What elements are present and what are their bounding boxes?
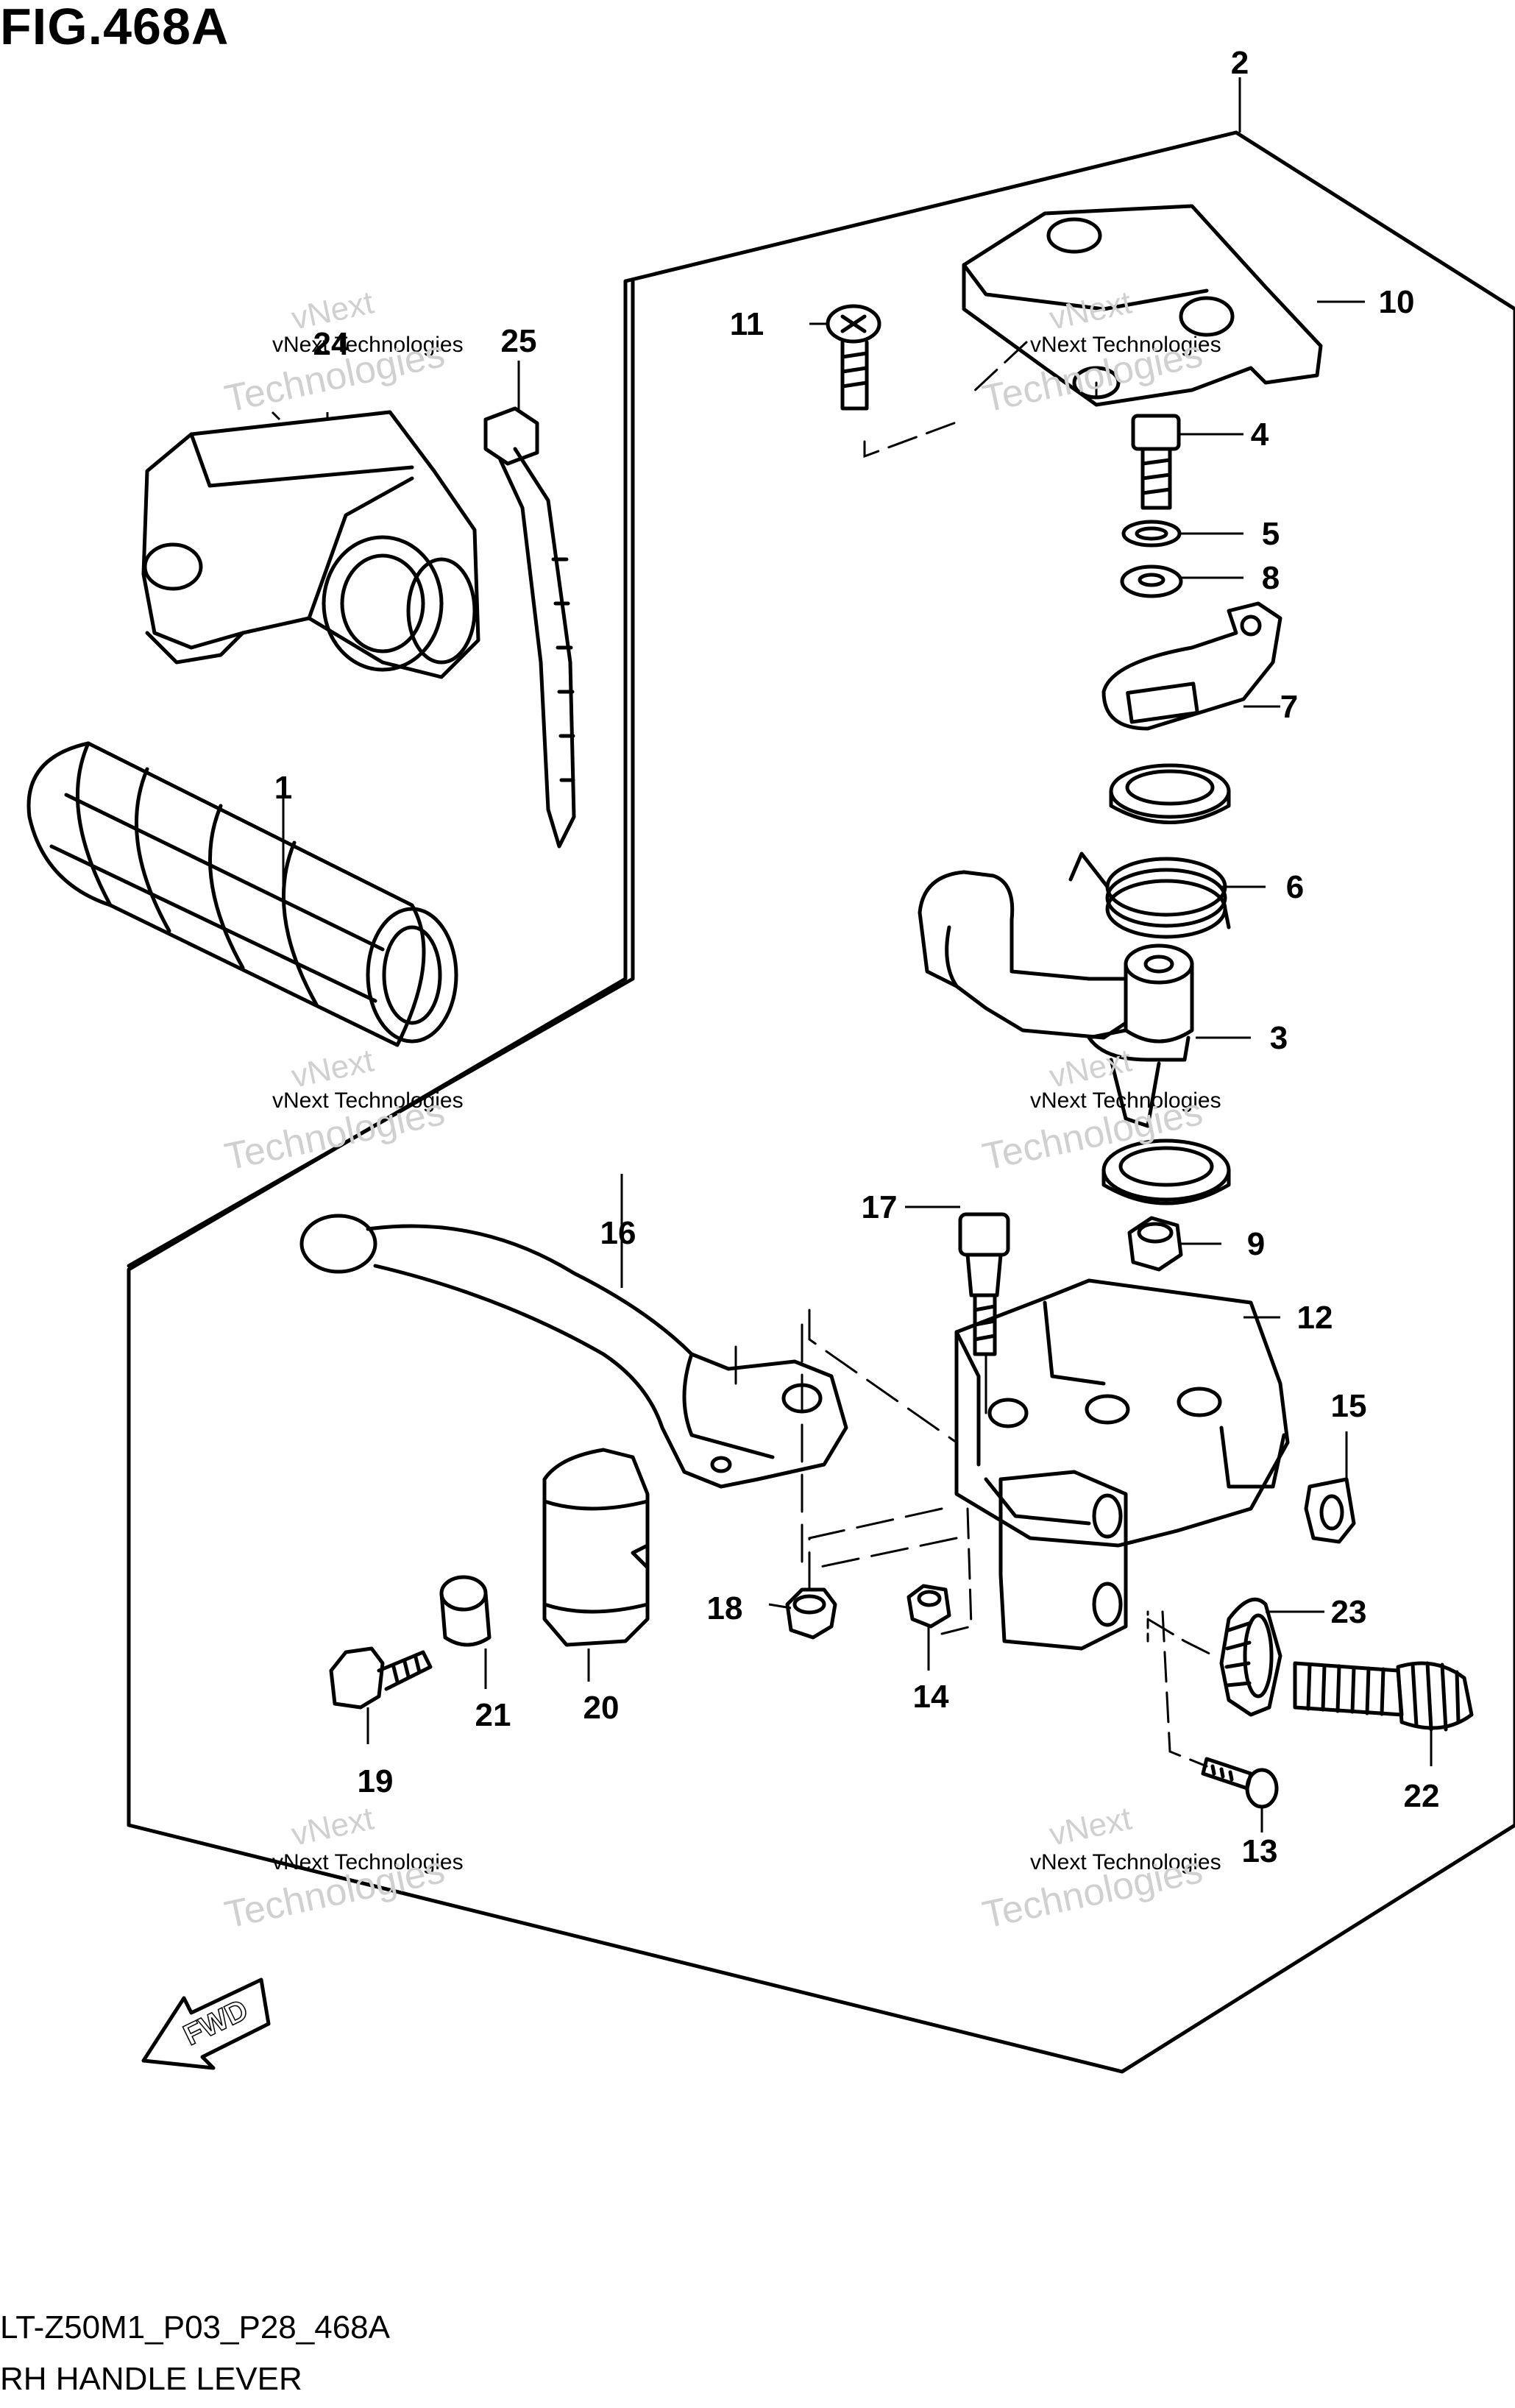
callout-7: 7 <box>1280 689 1298 725</box>
callout-pointers <box>271 77 1433 1832</box>
callout-21: 21 <box>475 1697 511 1733</box>
callout-4: 4 <box>1251 417 1269 453</box>
bolt-part-17 <box>958 1212 1010 1356</box>
figure-name: RH HANDLE LEVER <box>0 2361 302 2397</box>
lower-clamp-part <box>998 1470 1128 1651</box>
clamp-part-20 <box>542 1448 650 1647</box>
callout-10: 10 <box>1379 284 1415 320</box>
adjuster-part-22 <box>1293 1661 1474 1732</box>
callout-22: 22 <box>1404 1778 1440 1814</box>
watermark-line-1: vNext Technologies <box>272 333 464 357</box>
washer-part-5 <box>1121 520 1182 548</box>
bolt-part-19 <box>329 1646 433 1710</box>
nut-part-18 <box>785 1587 837 1640</box>
watermarks: vNext Technologies vNext Technologies vN… <box>221 284 1221 1936</box>
screw-part-11 <box>826 304 881 411</box>
watermark-logo-6: vNext <box>1046 1800 1135 1852</box>
callout-1: 1 <box>274 770 292 806</box>
callout-8: 8 <box>1262 560 1280 596</box>
bolt-part-4 <box>1131 414 1181 510</box>
throttle-cover-part <box>141 410 480 679</box>
callout-24: 24 <box>313 326 350 362</box>
callout-3: 3 <box>1270 1020 1288 1056</box>
callout-6: 6 <box>1286 869 1304 905</box>
stopper-plate-part <box>1101 601 1282 731</box>
group-frame-main <box>127 130 1515 2074</box>
cap-part-15 <box>1304 1477 1356 1544</box>
watermark-line-3: vNext Technologies <box>272 1088 464 1113</box>
return-spring-part <box>1068 851 1231 939</box>
leader-lines <box>734 341 1216 1768</box>
washer-part-8 <box>1120 564 1183 598</box>
callout-25: 25 <box>501 323 537 359</box>
figure-code: LT-Z50M1_P03_P28_468A <box>0 2309 390 2345</box>
lever-holder-part <box>954 1278 1290 1548</box>
screw-part-13 <box>1201 1757 1279 1809</box>
watermark-line-6: vNext Technologies <box>1030 1850 1221 1874</box>
callout-19: 19 <box>358 1763 394 1799</box>
callout-13: 13 <box>1242 1833 1278 1869</box>
cable-tie-part <box>483 406 576 849</box>
callout-5: 5 <box>1262 516 1280 552</box>
grip-part <box>26 741 458 1047</box>
callout-11: 11 <box>730 306 764 342</box>
callout-numbers: 1 2 3 4 5 6 7 8 9 10 11 12 13 14 15 16 1… <box>274 45 1440 1869</box>
callout-23: 23 <box>1331 1594 1367 1630</box>
callout-15: 15 <box>1331 1388 1367 1424</box>
brake-lever-part <box>299 1214 848 1489</box>
sleeve-part-21 <box>439 1575 492 1647</box>
watermark-logo-5: vNext <box>288 1800 377 1852</box>
watermark-line-4: vNext Technologies <box>1030 1088 1221 1113</box>
callout-20: 20 <box>583 1690 620 1726</box>
watermark-logo-4: vNext <box>1046 1042 1135 1094</box>
callout-14: 14 <box>913 1679 949 1715</box>
fwd-arrow-icon <box>141 1977 271 2070</box>
lock-nut-part-23 <box>1219 1597 1282 1717</box>
callout-17: 17 <box>862 1189 898 1225</box>
nut-part-14 <box>906 1584 951 1629</box>
throttle-lever-part <box>918 870 1194 1128</box>
watermark-line-5: vNext Technologies <box>272 1850 464 1874</box>
watermark-logo-2: vNext <box>1046 284 1135 336</box>
nut-part-9 <box>1127 1216 1183 1272</box>
watermark-line-2: vNext Technologies <box>1030 333 1221 357</box>
callout-2: 2 <box>1231 45 1249 81</box>
figure-title: FIG.468A <box>0 0 230 55</box>
callout-9: 9 <box>1247 1226 1265 1262</box>
callout-18: 18 <box>707 1590 743 1626</box>
callout-12: 12 <box>1297 1300 1333 1336</box>
callout-16: 16 <box>600 1215 636 1251</box>
watermark-logo-3: vNext <box>288 1042 377 1094</box>
